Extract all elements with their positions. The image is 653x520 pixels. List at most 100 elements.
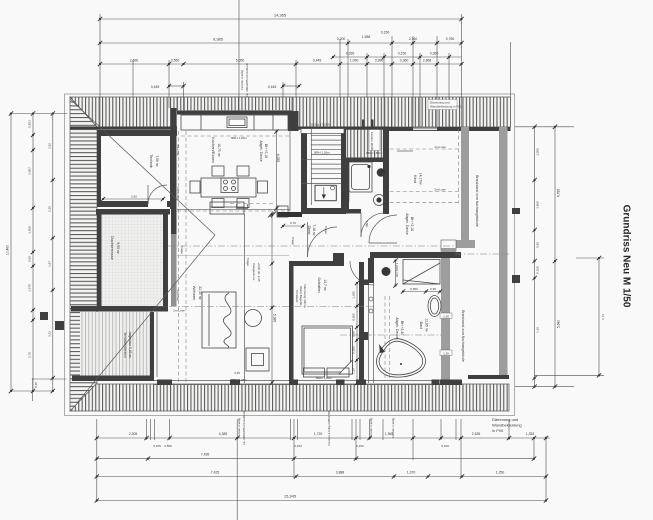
svg-text:TR-Wand: TR-Wand [295,290,299,303]
svg-text:Dämmung 40mm: Dämmung 40mm [303,284,307,308]
svg-text:2,62: 2,62 [131,195,137,199]
svg-text:0,150: 0,150 [441,444,449,448]
svg-text:18,70 m²: 18,70 m² [217,143,221,157]
svg-text:ca. 240/1085 mit Aufmaß: ca. 240/1085 mit Aufmaß [242,411,246,445]
svg-text:in F90: in F90 [492,428,504,433]
svg-text:0,445: 0,445 [268,85,277,89]
svg-text:0,823: 0,823 [28,120,32,128]
svg-text:0,360: 0,360 [430,52,439,56]
svg-text:Wohnen: Wohnen [192,286,197,301]
svg-text:BRH 1,38m: BRH 1,38m [231,378,247,382]
svg-text:1,353: 1,353 [526,432,535,436]
svg-text:2,70: 2,70 [28,352,32,358]
svg-text:1,055: 1,055 [536,148,540,156]
svg-text:0,150: 0,150 [294,444,302,448]
svg-text:1,720: 1,720 [314,432,323,436]
svg-text:2,687: 2,687 [28,167,32,175]
svg-text:0,550: 0,550 [171,59,180,63]
svg-text:1,090: 1,090 [350,59,359,63]
svg-text:Technik: Technik [149,154,154,168]
svg-text:1,250: 1,250 [496,471,505,475]
svg-text:Fenster 2-teilig: Fenster 2-teilig [240,70,244,90]
svg-text:Träger: Träger [291,237,295,246]
svg-text:0,150: 0,150 [381,31,390,35]
svg-text:Dämmung und: Dämmung und [492,417,518,422]
svg-text:1,97: 1,97 [47,261,51,267]
svg-text:5,385: 5,385 [273,314,277,323]
svg-text:1,00/2,135: 1,00/2,135 [395,263,399,278]
svg-text:0,150: 0,150 [356,444,364,448]
svg-text:32,30 m²: 32,30 m² [198,286,202,300]
svg-text:0,50: 0,50 [28,256,32,262]
svg-text:1,675: 1,675 [28,284,32,292]
svg-text:3,33: 3,33 [47,331,51,337]
svg-text:10 Stg 17,2/29: 10 Stg 17,2/29 [310,123,330,127]
svg-text:Abgeh. Decke: Abgeh. Decke [395,317,399,338]
svg-text:4,785: 4,785 [557,189,561,198]
svg-text:14,365: 14,365 [274,13,287,18]
svg-text:begehbar 5,45 m²: begehbar 5,45 m² [128,332,132,360]
svg-text:5,680: 5,680 [557,320,561,329]
svg-text:BH +2,40: BH +2,40 [400,321,404,335]
svg-text:2,160: 2,160 [409,37,418,41]
svg-text:1,26: 1,26 [352,368,356,374]
svg-text:BRH 1,52m: BRH 1,52m [366,151,382,155]
svg-text:1m-Linie: 1m-Linie [176,144,180,156]
svg-text:12,85 m²: 12,85 m² [425,318,429,332]
svg-text:0,445: 0,445 [313,59,322,63]
svg-text:Träger: Träger [246,258,250,267]
svg-text:2m-Linie: 2m-Linie [434,188,446,192]
svg-text:0,150: 0,150 [536,266,540,274]
svg-text:Fenster 2-teilig: Fenster 2-teilig [237,418,241,438]
svg-text:1m-Linie: 1m-Linie [176,289,180,301]
svg-text:Gasgerät ca.: Gasgerät ca. [252,263,256,280]
svg-text:1,868: 1,868 [536,201,540,209]
svg-text:0,950: 0,950 [410,287,418,291]
svg-text:9,385: 9,385 [213,37,224,42]
svg-text:0,105: 0,105 [153,444,161,448]
svg-text:WC: WC [342,193,346,199]
svg-text:0,76: 0,76 [290,221,296,225]
svg-text:0,990: 0,990 [375,59,384,63]
svg-text:7,56 m²: 7,56 m² [155,155,159,167]
svg-text:15,345: 15,345 [284,494,297,499]
svg-text:2,690: 2,690 [130,59,139,63]
svg-text:Abgeh. Decke: Abgeh. Decke [405,213,409,234]
svg-text:Brandwand zum Nachbargebäude: Brandwand zum Nachbargebäude [475,175,479,227]
svg-text:Brandwand zum Nachbargebäude: Brandwand zum Nachbargebäude [461,310,465,362]
svg-text:0,445: 0,445 [151,85,160,89]
svg-text:2m-Linie: 2m-Linie [176,187,180,199]
svg-text:0,760: 0,760 [446,37,455,41]
svg-text:Schlafen: Schlafen [317,277,322,293]
svg-text:BRH 1,26m: BRH 1,26m [231,136,247,140]
svg-text:0,90: 0,90 [352,331,356,337]
svg-text:10,460: 10,460 [6,245,10,255]
svg-text:0,55: 0,55 [536,242,540,248]
svg-text:BRH 1,26m: BRH 1,26m [314,151,330,155]
svg-text:2,04 m²: 2,04 m² [347,190,351,202]
svg-text:0,550: 0,550 [164,444,172,448]
svg-text:1,73: 1,73 [601,314,605,320]
svg-text:BH +2,18: BH +2,18 [410,217,414,231]
svg-text:0,45: 0,45 [34,382,38,388]
svg-text:4,35: 4,35 [234,371,240,375]
svg-text:Wandbekleidung: Wandbekleidung [492,423,522,428]
svg-text:4,385: 4,385 [219,432,228,436]
svg-text:14,17m²: 14,17m² [419,173,423,186]
svg-text:0,339: 0,339 [346,52,355,56]
svg-text:Bad: Bad [419,321,424,328]
svg-text:0,585: 0,585 [352,313,356,321]
svg-text:2,305: 2,305 [129,432,138,436]
svg-text:3,888: 3,888 [336,471,345,475]
svg-text:1,385: 1,385 [352,291,356,299]
svg-text:1,965: 1,965 [385,432,394,436]
svg-text:Grundriss Neu M 1/50: Grundriss Neu M 1/50 [621,205,632,308]
svg-text:7,425: 7,425 [211,471,220,475]
svg-text:1,26: 1,26 [443,314,449,318]
svg-text:0,35: 0,35 [430,287,436,291]
svg-text:7,435: 7,435 [201,453,210,457]
svg-text:Kochen/Essen: Kochen/Essen [211,137,216,163]
svg-text:0,200: 0,200 [337,37,346,41]
svg-text:T-flgl.: T-flgl. [365,220,369,228]
svg-text:1,370: 1,370 [407,471,416,475]
